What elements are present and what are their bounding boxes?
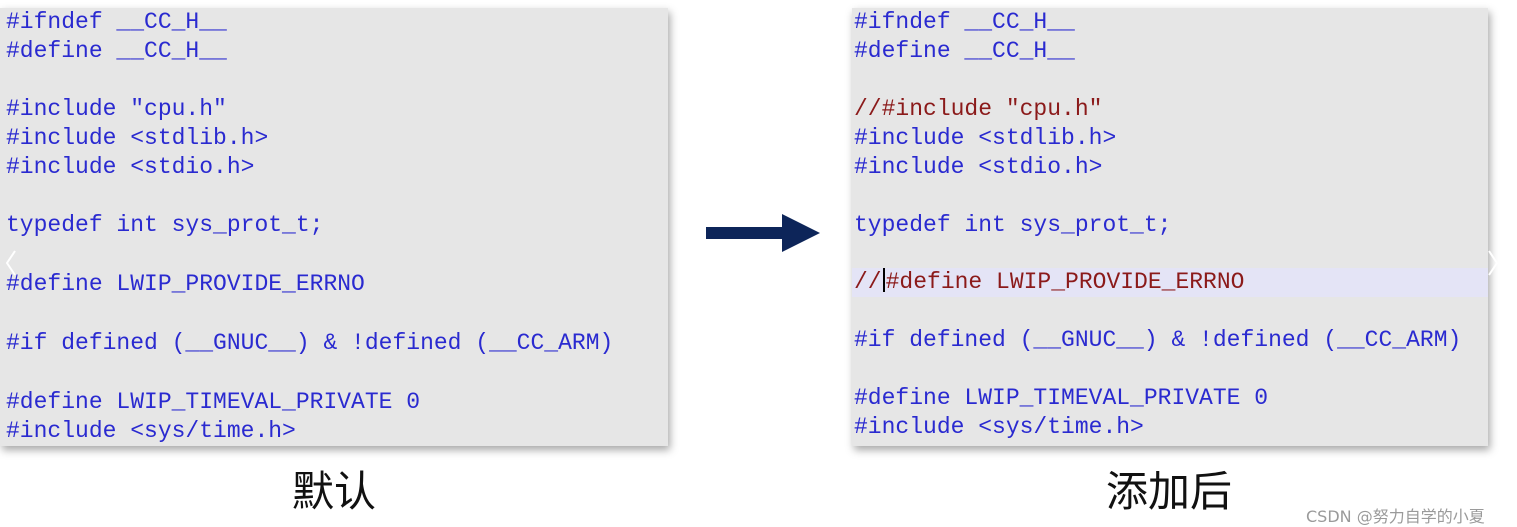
code-line-current[interactable]: //#define LWIP_PROVIDE_ERRNO [852,268,1488,297]
code-line: #ifndef __CC_H__ [854,9,1075,35]
caption-modified: 添加后 [1106,467,1233,516]
caption-default: 默认 [292,467,377,516]
chevron-right-icon[interactable] [1486,248,1500,278]
code-line: #include <stdio.h> [6,154,255,180]
code-line: #define __CC_H__ [6,38,227,64]
code-line: typedef int sys_prot_t; [854,212,1172,238]
code-panel-default: #ifndef __CC_H__ #define __CC_H__ #inclu… [0,8,668,446]
code-line: #include <stdio.h> [854,154,1103,180]
code-line: #define __CC_H__ [854,38,1075,64]
code-line: #define LWIP_TIMEVAL_PRIVATE 0 [854,385,1269,411]
code-line: #include <stdlib.h> [6,125,269,151]
code-line: typedef int sys_prot_t; [6,212,324,238]
code-line: #define LWIP_PROVIDE_ERRNO [6,271,365,297]
arrow-right-icon [706,214,820,252]
code-line: #ifndef __CC_H__ [6,9,227,35]
commented-define: #define LWIP_PROVIDE_ERRNO [885,269,1245,295]
code-line: #include "cpu.h" [6,96,227,122]
code-line-commented: //#include "cpu.h" [854,96,1103,122]
text-cursor [882,268,885,292]
code-line: #include <sys/time.h> [854,414,1144,440]
comment-prefix: // [854,269,882,295]
code-line: #include <sys/time.h> [6,418,296,444]
code-line: #define LWIP_TIMEVAL_PRIVATE 0 [6,389,421,415]
watermark: CSDN @努力自学的小夏 [1306,507,1485,526]
chevron-left-icon[interactable] [4,248,18,278]
code-line: #if defined (__GNUC__) & !defined (__CC_… [6,330,614,356]
code-panel-modified: #ifndef __CC_H__ #define __CC_H__ //#inc… [852,8,1488,446]
code-line: #include <stdlib.h> [854,125,1117,151]
code-line: #if defined (__GNUC__) & !defined (__CC_… [854,327,1462,353]
